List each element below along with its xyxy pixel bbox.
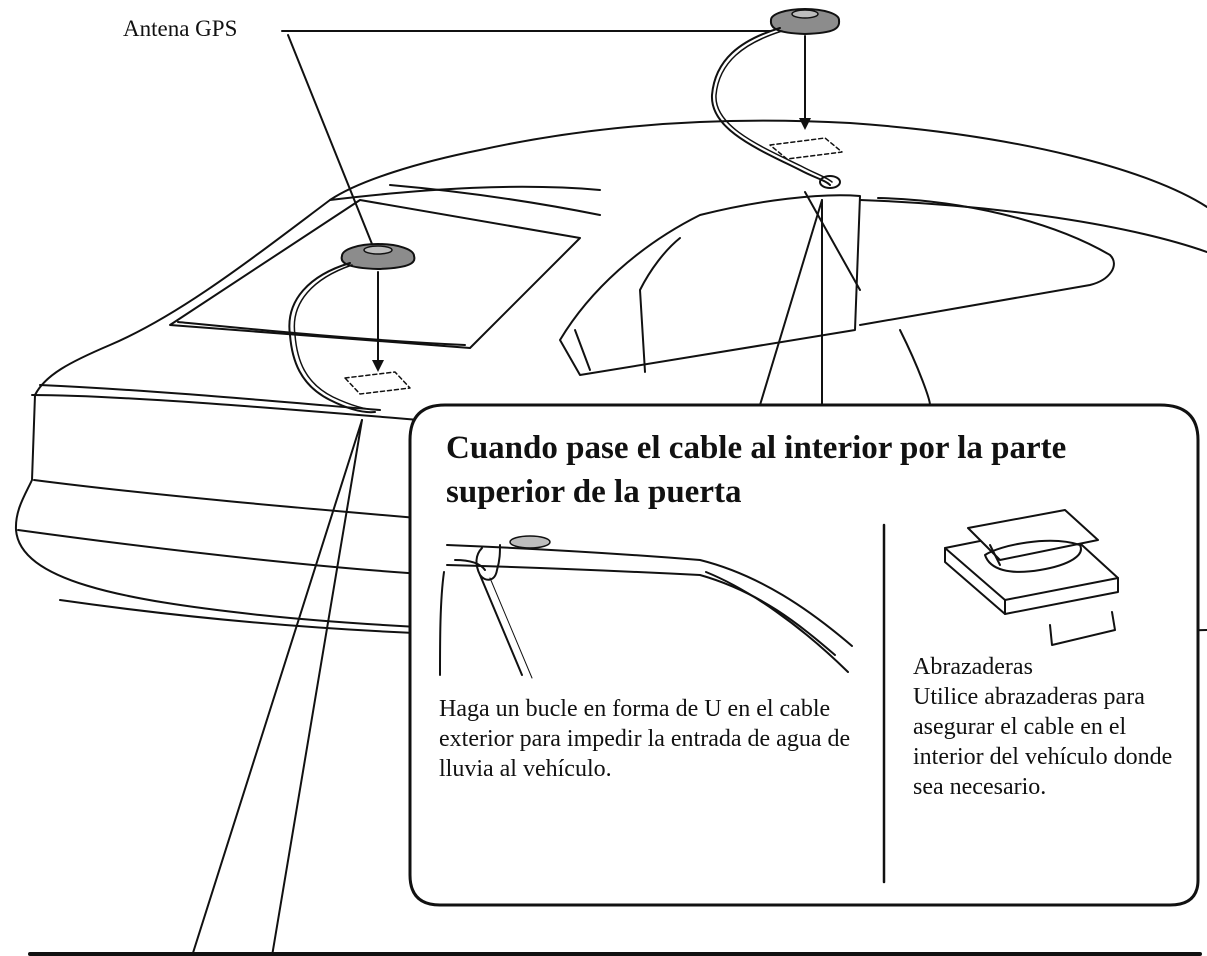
clamp-caption-block: Abrazaderas Utilice abrazaderas para ase…: [913, 652, 1193, 802]
callout-pointers: [191, 199, 823, 956]
antenna-roof: [710, 8, 843, 189]
clamp-icon: [944, 509, 1119, 646]
clamp-heading: Abrazaderas: [913, 654, 1033, 680]
rear-window: [169, 199, 581, 349]
u-loop-caption: Haga un bucle en forma de U en el cable …: [439, 696, 851, 782]
door-top-detail: [439, 535, 853, 679]
clamp-caption: Utilice abrazaderas para asegurar el cab…: [913, 684, 1173, 800]
side-windows: [559, 191, 1115, 406]
antenna-label: Antena GPS: [123, 16, 238, 41]
antenna-label-leaders: [281, 30, 771, 245]
car-body: [14, 119, 1207, 638]
antenna-rear: [288, 243, 416, 414]
callout-title: Cuando pase el cable al interior por la …: [446, 430, 1067, 510]
